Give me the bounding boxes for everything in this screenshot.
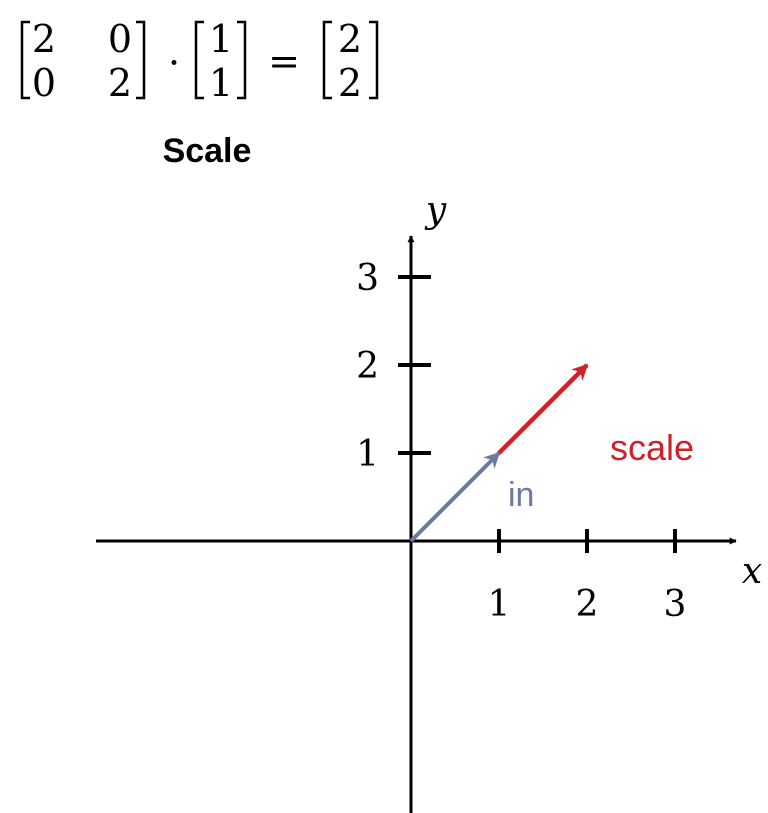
output-vector-top: 2 [338, 17, 362, 61]
y-tick-label-3: 3 [356, 258, 379, 299]
output-vector-left-bracket [322, 20, 332, 100]
matrix-right-bracket [136, 20, 146, 100]
axes: x y [96, 190, 762, 813]
matrix-cell-2-2: 2 [108, 61, 132, 105]
output-vector-bottom: 2 [338, 61, 362, 105]
matrix-cell-1-2: 0 [108, 17, 132, 61]
input-vector-top: 1 [209, 17, 233, 61]
x-axis-label: x [742, 551, 762, 592]
input-vector-left-bracket [194, 20, 204, 100]
axis-ticks: 1 2 3 1 2 3 [356, 258, 686, 625]
scaled-vector-arrow [497, 363, 589, 455]
input-vector-bottom: 1 [209, 61, 233, 105]
matrix-cell-2-1: 0 [32, 61, 56, 105]
x-tick-label-3: 3 [664, 584, 687, 625]
equals-sign: = [268, 39, 300, 83]
input-vector-right-bracket [237, 20, 247, 100]
input-vector-arrow [409, 451, 501, 543]
equation: 2 0 0 2 · 1 1 = 2 2 [20, 17, 379, 105]
y-axis-label: y [424, 190, 447, 231]
input-vector-label: in [508, 476, 534, 514]
x-tick-label-2: 2 [576, 584, 599, 625]
matrix-left-bracket [20, 20, 30, 100]
y-tick-label-1: 1 [356, 434, 379, 475]
output-vector-right-bracket [369, 20, 379, 100]
dot-operator: · [168, 41, 180, 85]
matrix-cell-1-1: 2 [32, 17, 56, 61]
scaled-vector-label: scale [610, 427, 694, 468]
y-tick-label-2: 2 [356, 346, 379, 387]
diagram-title: Scale [163, 132, 252, 170]
vectors: in scale [409, 363, 694, 543]
x-tick-label-1: 1 [488, 584, 511, 625]
